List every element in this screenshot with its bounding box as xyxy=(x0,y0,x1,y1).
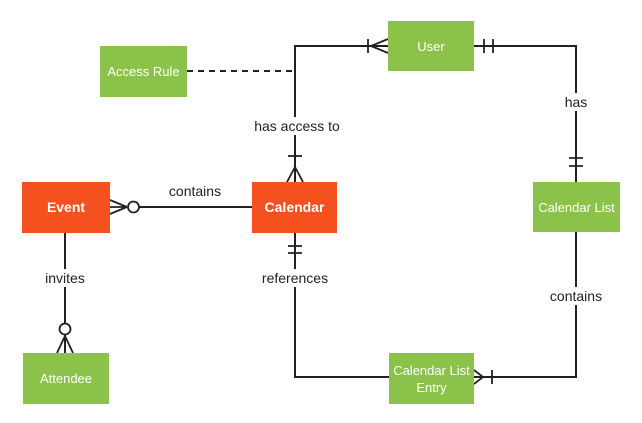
relationship-label-contains: contains xyxy=(163,182,227,200)
entity-label: Access Rule xyxy=(107,64,180,79)
relationship-label-invites: invites xyxy=(40,269,90,287)
double-tick-icon xyxy=(483,39,494,53)
relationship-label-contains: contains xyxy=(544,287,608,305)
entity-calendar-list-entry[interactable]: Calendar List Entry xyxy=(389,353,474,404)
entity-calendar[interactable]: Calendar xyxy=(252,182,337,233)
entity-label: Calendar List Entry xyxy=(393,362,470,395)
entity-user[interactable]: User xyxy=(388,21,474,71)
entity-calendar-list[interactable]: Calendar List xyxy=(533,182,620,232)
crow-foot-many-icon xyxy=(286,166,304,183)
relationship-label-has-access-to: has access to xyxy=(249,117,345,135)
entity-event[interactable]: Event xyxy=(22,182,110,233)
crow-foot-many-icon xyxy=(370,38,389,54)
edge-contains-event-calendar xyxy=(109,199,252,215)
entity-label: Calendar List xyxy=(538,199,615,215)
relationship-label-has: has xyxy=(559,93,593,111)
entity-attendee[interactable]: Attendee xyxy=(23,353,109,404)
entity-label: User xyxy=(417,38,445,54)
entity-label: Calendar xyxy=(264,199,325,215)
relationship-label-references: references xyxy=(256,269,334,287)
crow-foot-many-icon xyxy=(109,199,128,215)
zero-ring-icon xyxy=(58,322,72,336)
double-tick-icon xyxy=(288,245,302,254)
edge-references xyxy=(288,233,389,378)
zero-ring-icon xyxy=(127,200,140,214)
double-tick-icon xyxy=(569,157,583,167)
crow-foot-many-icon xyxy=(473,369,484,385)
entity-label: Attendee xyxy=(39,371,93,386)
edge-invites xyxy=(56,233,74,354)
edge-contains-list-entry xyxy=(473,232,577,385)
entity-label: Event xyxy=(46,199,86,215)
edge-has xyxy=(474,39,583,182)
crow-foot-many-icon xyxy=(56,335,74,354)
edge-has-access-to xyxy=(286,38,389,183)
entity-access-rule[interactable]: Access Rule xyxy=(100,46,187,97)
